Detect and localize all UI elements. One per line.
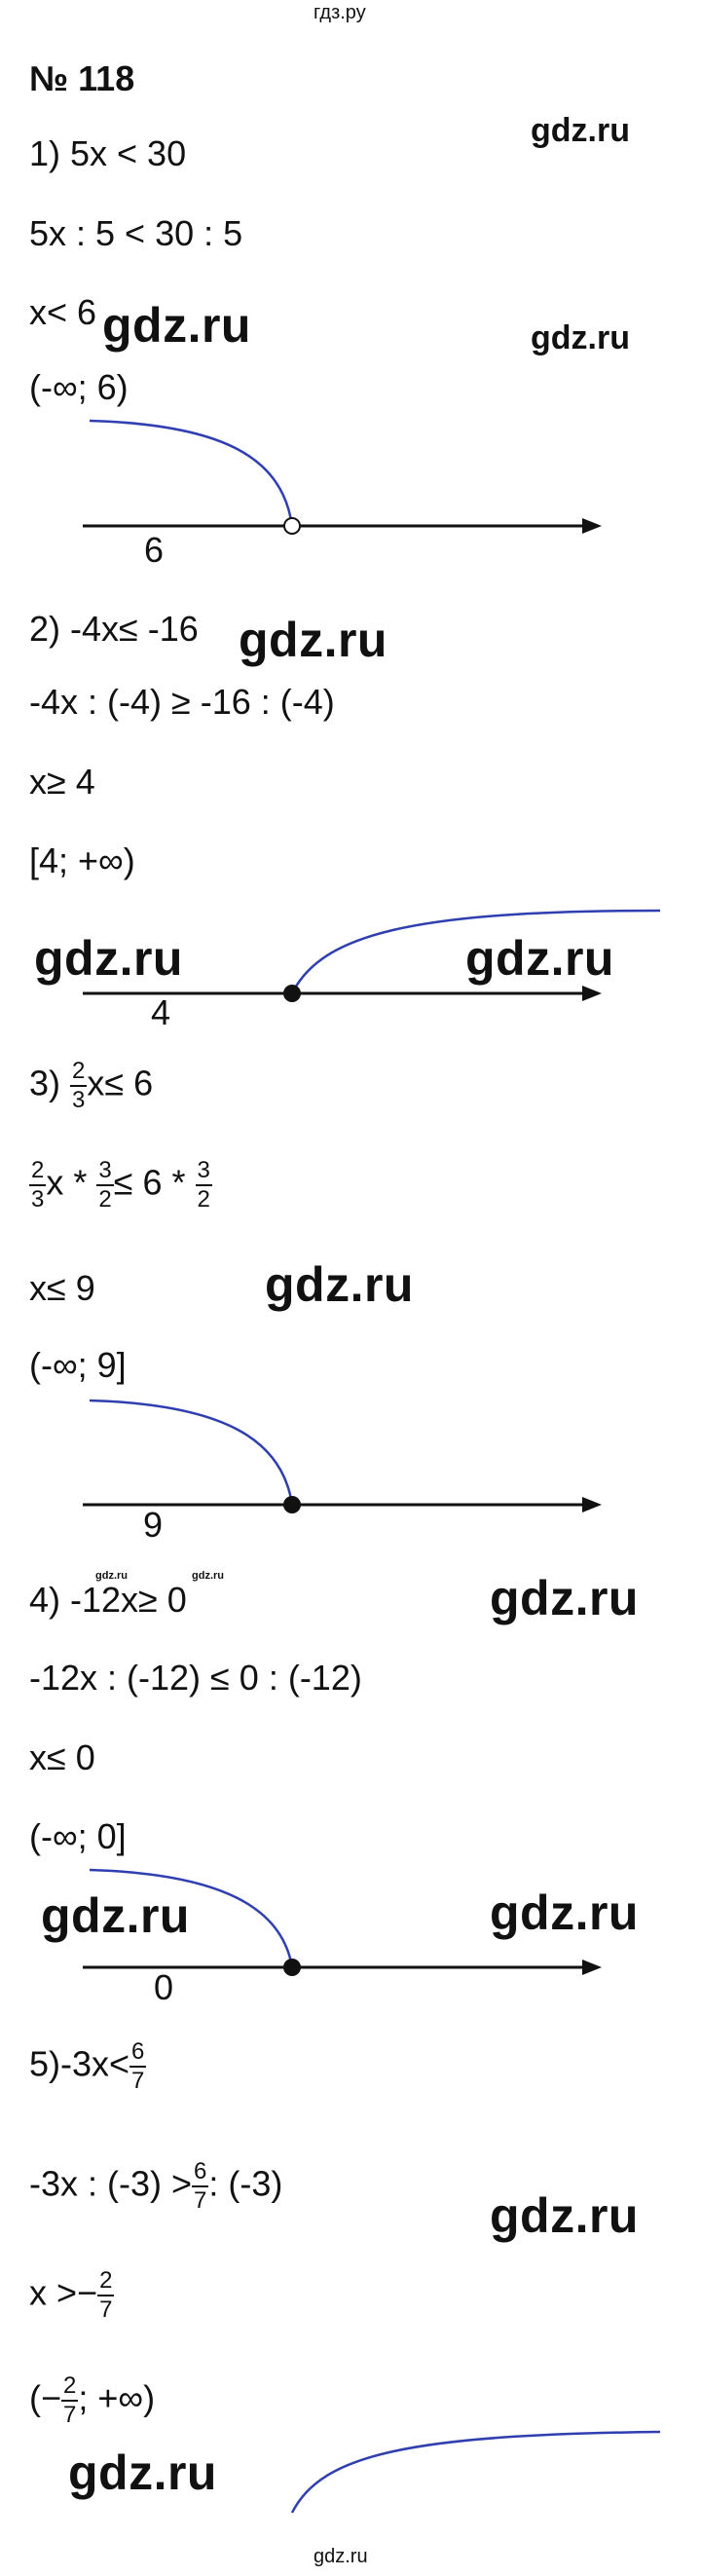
task5-line4-post: ; +∞)	[78, 2377, 156, 2418]
axis-label: 4	[151, 992, 171, 1032]
task5-line2-pre: -3x : (-3) >	[29, 2163, 193, 2204]
watermark: gdz.ru	[95, 1570, 128, 1582]
task3-line2-mid: x *	[46, 1162, 97, 1203]
watermark: gdz.ru	[102, 298, 251, 353]
watermark: gdz.ru	[531, 112, 630, 149]
interval-curve	[89, 1399, 294, 1506]
task3-line1-rest: x≤ 6	[87, 1063, 154, 1103]
task3-line4: (-∞; 9]	[29, 1345, 127, 1385]
task2-line2: -4x : (-4) ≥ -16 : (-4)	[29, 682, 335, 722]
task3-prefix: 3)	[29, 1063, 71, 1103]
watermark: gdz.ru	[34, 931, 183, 986]
axis-label: 0	[154, 1967, 174, 2007]
fraction-denominator: 2	[98, 1186, 112, 1213]
problem-number: № 118	[29, 58, 135, 98]
task4-line3: x≤ 0	[29, 1737, 95, 1777]
task5-line4-pre: (−	[29, 2377, 62, 2418]
closed-point	[283, 1959, 301, 1976]
watermark: gdz.ru	[192, 1570, 224, 1582]
task4-line1: 4) -12x≥ 0	[29, 1580, 187, 1620]
task1-line2: 5x : 5 < 30 : 5	[29, 213, 243, 253]
watermark: gdz.ru	[239, 613, 387, 667]
axis-arrow	[582, 1497, 602, 1512]
task3-line3: x≤ 9	[29, 1268, 95, 1308]
fraction-denominator: 7	[63, 2402, 77, 2428]
fraction-denominator: 7	[194, 2187, 207, 2214]
open-point	[283, 517, 301, 535]
site-header-text: гдз.ру	[314, 2, 366, 23]
watermark: gdz.ru	[490, 1885, 639, 1940]
watermark: gdz.ru	[531, 319, 630, 356]
axis-arrow	[582, 518, 602, 534]
task1-line1: 1) 5x < 30	[29, 133, 187, 173]
fraction-denominator: 7	[99, 2296, 113, 2323]
fraction-numerator: 2	[29, 1159, 47, 1186]
fraction-denominator: 3	[72, 1087, 86, 1113]
watermark: gdz.ru	[265, 1257, 414, 1312]
interval-curve	[290, 2430, 661, 2514]
fraction-numerator: 2	[97, 2269, 115, 2296]
task5-line2-post: : (-3)	[208, 2163, 283, 2204]
fraction-numerator: 3	[195, 1159, 212, 1186]
interval-curve	[290, 909, 661, 994]
fraction-numerator: 6	[192, 2160, 209, 2187]
watermark: gdz.ru	[41, 1888, 190, 1943]
axis-arrow	[582, 1960, 602, 1975]
closed-point	[283, 985, 301, 1002]
task4-line4: (-∞; 0]	[29, 1816, 127, 1856]
interval-curve	[89, 1868, 294, 1968]
task2-line3: x≥ 4	[29, 762, 95, 802]
task4-line2: -12x : (-12) ≤ 0 : (-12)	[29, 1658, 362, 1698]
axis-label: 6	[144, 530, 165, 570]
task5-line1-pre: 5)-3x<	[29, 2043, 130, 2084]
axis-label: 9	[143, 1505, 164, 1545]
fraction-numerator: 2	[61, 2374, 79, 2402]
watermark: gdz.ru	[490, 2188, 639, 2243]
task2-line4: [4; +∞)	[29, 840, 135, 880]
fraction-denominator: 3	[31, 1186, 45, 1213]
closed-point	[283, 1496, 301, 1513]
task1-line3: x< 6	[29, 292, 97, 332]
watermark: gdz.ru	[68, 2445, 217, 2500]
axis-arrow	[582, 986, 602, 1001]
fraction-numerator: 2	[70, 1060, 88, 1087]
watermark: gdz.ru	[465, 931, 614, 986]
fraction-numerator: 6	[129, 2040, 147, 2068]
fraction-denominator: 2	[197, 1186, 210, 1213]
fraction-numerator: 3	[96, 1159, 114, 1186]
task2-line1: 2) -4x≤ -16	[29, 609, 199, 649]
task3-line2-mid2: ≤ 6 *	[113, 1162, 196, 1203]
interval-curve	[89, 419, 294, 527]
task1-line4: (-∞; 6)	[29, 367, 129, 407]
task5-line3-pre: x >−	[29, 2272, 98, 2313]
fraction-denominator: 7	[131, 2068, 145, 2094]
watermark: gdz.ru	[490, 1571, 639, 1625]
site-footer-text: gdz.ru	[314, 2546, 368, 2567]
